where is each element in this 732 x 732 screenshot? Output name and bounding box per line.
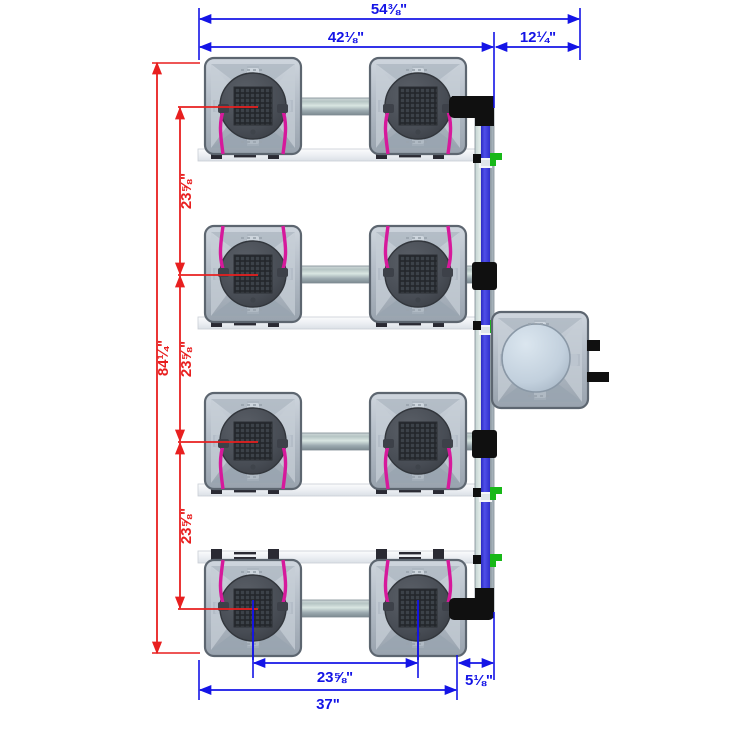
- dim-label-overall-width: 54⅜": [371, 1, 407, 18]
- inline-valve[interactable]: [473, 554, 502, 567]
- vertical-manifold-pipe[interactable]: [449, 96, 502, 620]
- grow-pot-array: [203, 56, 468, 658]
- horizontal-dimensions: [198, 8, 581, 108]
- inline-valve[interactable]: [473, 487, 502, 500]
- inline-valve[interactable]: [473, 153, 502, 166]
- reservoir-port: [587, 372, 609, 382]
- grow-pot[interactable]: [203, 391, 303, 491]
- pipe-elbow-fitting: [449, 96, 494, 126]
- grow-pot[interactable]: [368, 56, 468, 156]
- grow-pot[interactable]: [203, 56, 303, 156]
- pot-center-leader: [252, 600, 419, 660]
- grow-pot[interactable]: [203, 224, 303, 324]
- grow-pot[interactable]: [368, 391, 468, 491]
- row-rails: [197, 147, 479, 564]
- dim-label-bed-width: 42⅛": [328, 29, 364, 46]
- reservoir-port: [587, 340, 600, 351]
- vertical-dimensions: [151, 61, 258, 655]
- dim-label-row-spacing-middle: 23⅝": [178, 341, 195, 377]
- grow-pot[interactable]: [203, 558, 303, 658]
- dim-label-row-spacing-top: 23⅝": [178, 173, 195, 209]
- dim-label-pot-spacing: 23⅝": [317, 669, 353, 686]
- grow-pot[interactable]: [368, 224, 468, 324]
- dim-label-pipe-offset: 5⅛": [465, 672, 493, 689]
- dim-label-overall-height: 84¼": [155, 340, 172, 376]
- reservoir-module[interactable]: [490, 310, 609, 410]
- reservoir-lid: [501, 323, 571, 393]
- dim-label-bed-depth: 37": [316, 696, 340, 713]
- dim-label-row-spacing-bottom: 23⅝": [178, 508, 195, 544]
- pipe-tee-fitting: [472, 262, 497, 290]
- dim-label-reservoir-width: 12¼": [520, 29, 556, 46]
- pipe-tee-fitting: [472, 430, 497, 458]
- pipe-elbow-fitting: [449, 588, 494, 620]
- pot-connector-rods: [287, 97, 486, 618]
